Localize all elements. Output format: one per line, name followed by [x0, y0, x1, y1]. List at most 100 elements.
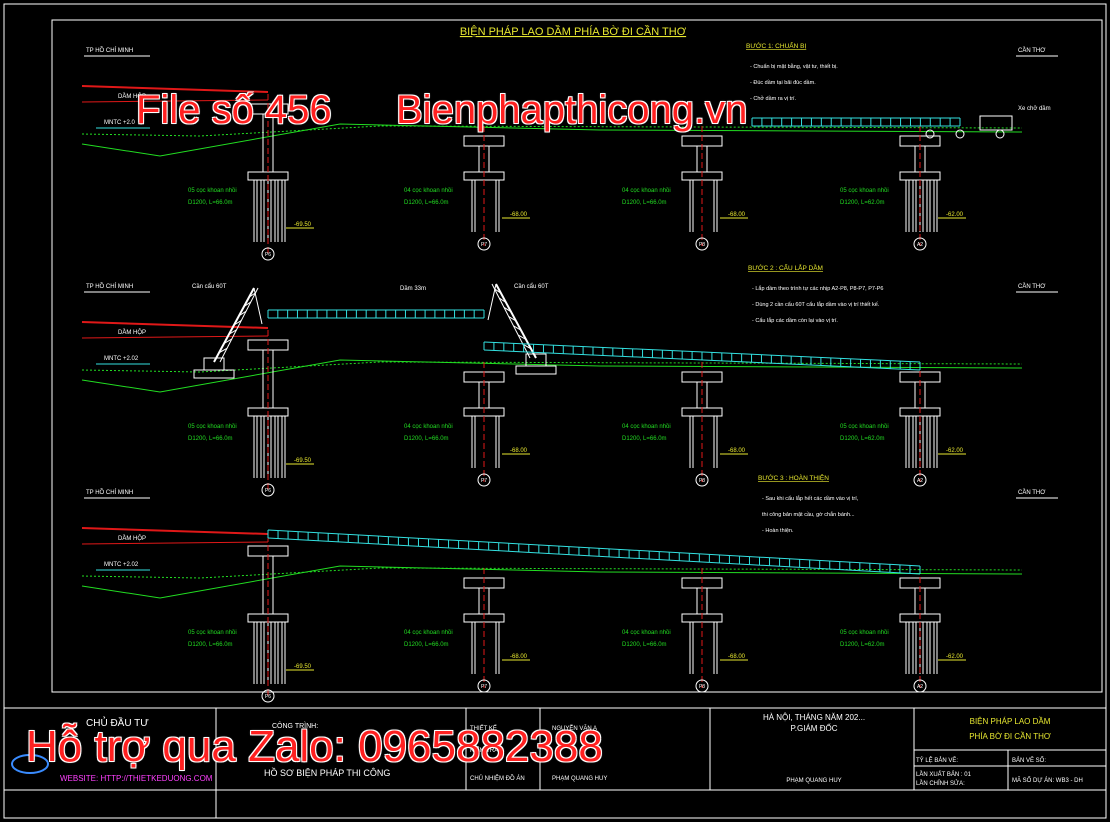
crane-lattice [517, 334, 527, 340]
sheet-title-1: BIỆN PHÁP LAO DẦM [970, 716, 1051, 726]
step-note-3: BƯỚC 3 : HOÀN THIỆN- Sau khi cẩu lắp hết… [758, 473, 859, 534]
direction-left: TP HỒ CHÍ MINH [86, 283, 133, 290]
pile-note-spec: D1200, L=66.0m [404, 200, 449, 206]
pier-label: P7 [481, 478, 487, 484]
pier-label-circle [695, 237, 709, 251]
pier-label-circle [913, 473, 927, 487]
pile-note-spec: D1200, L=62.0m [840, 200, 885, 206]
sheet-title-2: PHÍA BỜ ĐI CẦN THƠ [969, 731, 1051, 741]
span-label: Dầm 33m [400, 286, 426, 292]
step-line: - Dùng 2 cần cẩu 60T cẩu lắp dầm vào vị … [752, 301, 880, 308]
water-level-label: MNTC +2.02 [104, 562, 139, 568]
step-line: - Đúc dầm tại bãi đúc dầm. [750, 80, 816, 86]
pile-note-spec: D1200, L=66.0m [188, 200, 233, 206]
zalo-support-watermark: Hỗ trợ qua Zalo: 0965882388 [26, 722, 603, 771]
crane-label-left: Cần cẩu 60T [192, 283, 227, 290]
pier-label-circle [261, 689, 275, 703]
girder-label: DẦM HỘP [118, 329, 146, 336]
pile-note-spec: D1200, L=66.0m [622, 642, 667, 648]
pile-note-count: 04 cọc khoan nhồi [404, 188, 453, 194]
crawler-crane [487, 283, 557, 375]
existing-girder [81, 335, 269, 339]
ground-profile [81, 565, 1023, 599]
existing-girder [81, 85, 269, 93]
step-title: BƯỚC 1: CHUẨN BỊ [746, 41, 806, 50]
company-logo [11, 754, 49, 774]
director-name: PHẠM QUANG HUY [786, 778, 841, 784]
direction-right: CẦN THƠ [1018, 283, 1045, 290]
truck-label: Xe chở dầm [1018, 105, 1051, 112]
place-date: HÀ NỘI, THÁNG NĂM 202... [763, 713, 865, 722]
crane-label-right: Cần cẩu 60T [514, 283, 549, 290]
step-line: - Hoàn thiện. [762, 528, 794, 534]
ground-profile [81, 123, 1023, 157]
issue-label: LẦN XUẤT BẢN : 01 [916, 771, 972, 778]
construction-panels: TP HỒ CHÍ MINH CẦN THƠ DẦM HỘP MNTC +2.0P6-… [81, 47, 1058, 703]
direction-left: TP HỒ CHÍ MINH [86, 489, 133, 496]
truck-wheel [955, 129, 965, 139]
name-chief: PHẠM QUANG HUY [552, 776, 607, 782]
project-code: MÃ SỐ DỰ ÁN: WB3 - DH [1012, 777, 1083, 784]
girder-label: DẦM HỘP [118, 93, 146, 100]
pile-tip-level: -68.00 [510, 654, 528, 660]
crane-lattice [513, 325, 522, 331]
pile-note-count: 04 cọc khoan nhồi [404, 630, 453, 636]
pile-note-spec: D1200, L=66.0m [188, 642, 233, 648]
pile-note-count: 05 cọc khoan nhồi [840, 188, 889, 194]
crane-lattice [233, 320, 242, 326]
crane-lattice [494, 288, 502, 294]
crane-cable [487, 283, 497, 321]
installed-girder [483, 341, 921, 371]
pile-tip-level: -62.00 [946, 212, 964, 218]
drawing-frame [51, 19, 1103, 693]
step-line: - Sau khi cẩu lắp hết các dầm vào vị trí… [762, 495, 859, 502]
girder-label: DẦM HỘP [118, 535, 146, 542]
water-level-label: MNTC +2.0 [104, 120, 136, 126]
pier-label-circle [477, 237, 491, 251]
installed-girder-full [267, 529, 921, 575]
pier-label-circle [695, 473, 709, 487]
crane-body [525, 353, 547, 367]
file-number-watermark: File số 456 [136, 88, 332, 132]
pile-note-spec: D1200, L=66.0m [188, 436, 233, 442]
girder-on-truck [751, 117, 961, 127]
pier-label-circle [261, 247, 275, 261]
title-block: CHỦ ĐẦU TƯ CÔNG TRÌNH: HỒ SƠ BIỆN PHÁP T… [4, 707, 1106, 818]
truck-wheel [925, 129, 935, 139]
existing-girder [81, 527, 269, 535]
design-profile [81, 567, 1023, 579]
pile-tip-level: -62.00 [946, 448, 964, 454]
step-line: - Cẩu lắp các dầm còn lại vào vị trí. [752, 317, 838, 324]
crane-boom [491, 283, 531, 359]
pier-label: P8 [699, 684, 705, 690]
step-note-2: BƯỚC 2 : CẨU LẮP DẦM - Lắp dầm theo trình… [748, 262, 883, 324]
pier-label: A2 [917, 478, 923, 484]
design-profile [81, 125, 1023, 137]
website-watermark: Bienphapthicong.vn [396, 88, 748, 132]
crane-lattice [503, 306, 512, 313]
pile-note-count: 05 cọc khoan nhồi [188, 188, 237, 194]
design-stage: HỒ SƠ BIỆN PHÁP THI CÔNG [264, 767, 390, 778]
pier-label-circle [477, 473, 491, 487]
crane-cable [253, 287, 263, 325]
step-line: - Lắp dầm theo trình tự các nhịp A2-P8, … [752, 285, 883, 292]
pier-label-circle [913, 679, 927, 693]
role-check: KIỂM TRA [470, 747, 498, 754]
website-label: WEBSITE: HTTP://THIETKEDUONG.COM [60, 774, 213, 783]
owner-label: CHỦ ĐẦU TƯ [86, 716, 149, 729]
crane-lattice [228, 329, 237, 335]
pier-label-circle [913, 237, 927, 251]
project-label: CÔNG TRÌNH: [272, 721, 318, 730]
step-title: BƯỚC 2 : CẨU LẮP DẦM [748, 262, 823, 272]
pier-label: P8 [699, 242, 705, 248]
